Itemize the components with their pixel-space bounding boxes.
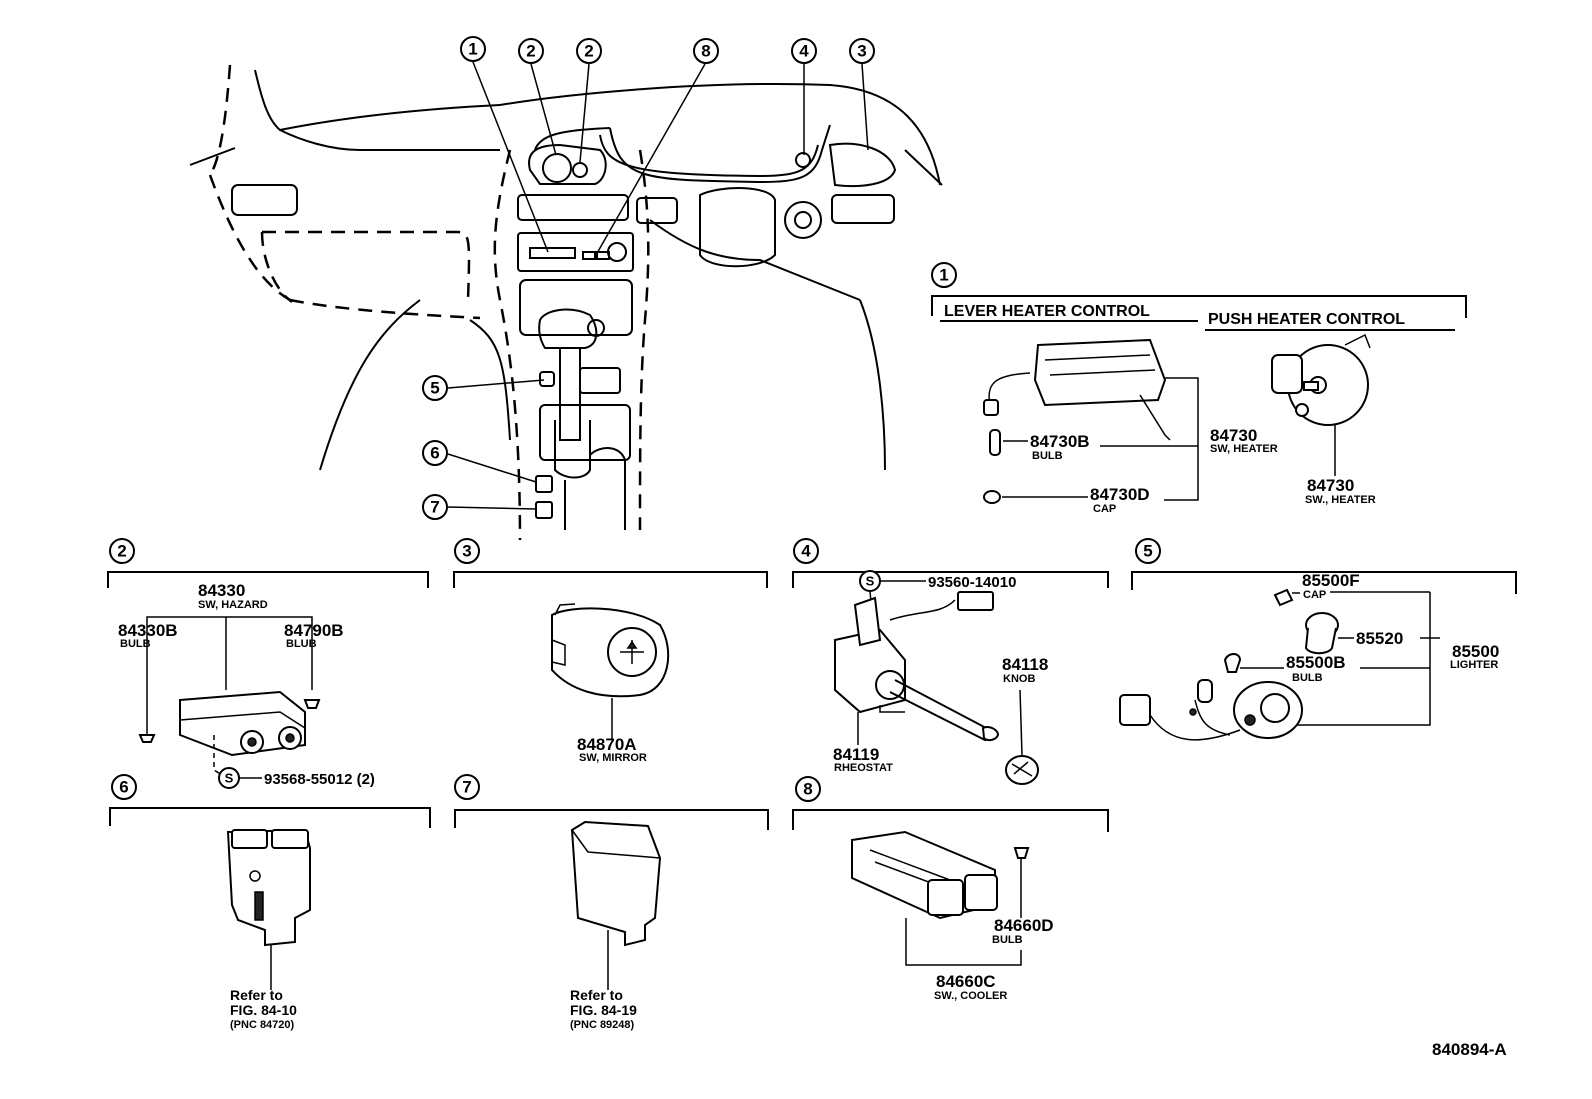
svg-text:8: 8 [701,42,710,61]
svg-text:SW, HEATER: SW, HEATER [1210,443,1278,455]
svg-text:S: S [225,771,234,786]
svg-text:6: 6 [119,778,128,797]
svg-text:4: 4 [799,42,809,61]
push-heater-control-part [1271,333,1371,426]
svg-text:KNOB: KNOB [1003,673,1035,685]
callout-8-overview: 8 [693,38,719,64]
callout-6-overview: 6 [422,440,448,466]
lever-heater-control-part [983,338,1171,504]
ref-text-line1: Refer to [230,987,283,1003]
section-7-switch: 7 Refer to FIG. 84-19 (PNC 89248) [454,774,769,1031]
part-84330: 84330 [198,581,245,600]
callout-5-overview: 5 [422,375,448,401]
part-85520: 85520 [1356,629,1403,648]
part-84119: 84119 [833,745,879,764]
svg-text:1: 1 [939,266,948,285]
svg-text:BULB: BULB [120,638,151,650]
callout-2-overview-a: 2 [518,38,544,64]
callout-1 [931,262,957,288]
svg-text:SW., HEATER: SW., HEATER [1305,494,1376,506]
part-93568-55012: 93568-55012 (2) [264,771,375,788]
svg-text:CAP: CAP [1093,503,1116,515]
lighter-socket-part [1119,679,1303,741]
callout-4-overview: 4 [791,38,817,64]
figure-id: 840894-A [1432,1040,1507,1059]
section-2-hazard-switch: 2 84330 SW, HAZARD 84330B BULB 84790B BL… [107,538,429,789]
bulb-icon [1013,847,1030,859]
svg-text:2: 2 [117,542,126,561]
rheostat-part [834,591,1000,742]
svg-text:RHEOSTAT: RHEOSTAT [834,762,893,774]
section-6-switch: 6 Refer to FIG. 84-10 (PNC 84720) [109,774,431,1031]
ref-text-line1: Refer to [570,987,623,1003]
part-84330B: 84330B [118,621,178,640]
bulb-icon [138,734,156,743]
section-4-rheostat: 4 S 93560-14010 84118 KNOB 84119 RHEOSTA… [792,538,1109,785]
part-84870A: 84870A [577,735,637,754]
mirror-switch-part [551,603,670,698]
part-84660C: 84660C [936,972,996,991]
ref-text-line3: (PNC 84720) [230,1019,295,1031]
part-84790B: 84790B [284,621,344,640]
section-5-lighter: 5 85500F CAP 85520 85500 LIGHTER 85500B … [1119,538,1517,741]
part-84730D: 84730D [1090,485,1150,504]
svg-text:7: 7 [462,778,471,797]
part-84730-push: 84730 [1307,476,1354,495]
svg-text:BULB: BULB [1292,672,1323,684]
ref-text-line2: FIG. 84-19 [570,1002,637,1018]
ref-text-line3: (PNC 89248) [570,1019,635,1031]
svg-text:7: 7 [430,498,439,517]
callout-3-overview: 3 [849,38,875,64]
svg-text:2: 2 [584,42,593,61]
svg-text:4: 4 [801,542,811,561]
svg-text:S: S [866,574,875,589]
svg-text:SW, MIRROR: SW, MIRROR [579,752,647,764]
part-84730B: 84730B [1030,432,1090,451]
section-1-heater-control: 1 LEVER HEATER CONTROL PUSH HEATER CONTR… [931,262,1467,515]
part-84730: 84730 [1210,426,1257,445]
lever-heater-control-heading: LEVER HEATER CONTROL [944,303,1150,320]
svg-text:SW., COOLER: SW., COOLER [934,990,1007,1002]
cooler-switch-part [851,830,998,920]
bulb-icon [303,699,321,709]
svg-text:BLUB: BLUB [286,638,317,650]
part-84118: 84118 [1002,655,1048,674]
part-85500B: 85500B [1286,653,1346,672]
lighter-element-part [1304,612,1339,655]
leader-lines-overview [447,61,869,510]
svg-text:BULB: BULB [992,934,1023,946]
switch-7-part [570,820,662,947]
section-8-cooler-switch: 8 84660D BULB 84660C SW., COOLER [792,776,1109,1002]
section-3-mirror-switch: 3 84870A SW, MIRROR [453,538,768,764]
svg-text:2: 2 [526,42,535,61]
knob-part [1005,755,1039,785]
svg-text:6: 6 [430,444,439,463]
bulb-icon [1223,653,1242,673]
svg-text:1: 1 [468,40,477,59]
dashboard-illustration [189,64,943,541]
push-heater-control-heading: PUSH HEATER CONTROL [1208,311,1405,328]
svg-text:5: 5 [430,379,439,398]
svg-text:8: 8 [803,780,812,799]
svg-text:5: 5 [1143,542,1152,561]
cap-part [1273,588,1294,607]
switch-6-part [226,828,311,947]
callout-1-overview: 1 [460,36,486,62]
svg-text:CAP: CAP [1303,589,1326,601]
svg-text:3: 3 [857,42,866,61]
svg-text:BULB: BULB [1032,450,1063,462]
svg-text:SW, HAZARD: SW, HAZARD [198,599,268,611]
hazard-switch-part [179,690,306,757]
part-85500: 85500 [1452,642,1499,661]
svg-text:3: 3 [462,542,471,561]
callout-2-overview-b: 2 [576,38,602,64]
ref-text-line2: FIG. 84-10 [230,1002,297,1018]
svg-text:LIGHTER: LIGHTER [1450,659,1498,671]
part-84660D: 84660D [994,916,1054,935]
callout-7-overview: 7 [422,494,448,520]
part-93560-14010: 93560-14010 [928,574,1016,591]
part-85500F: 85500F [1302,571,1360,590]
